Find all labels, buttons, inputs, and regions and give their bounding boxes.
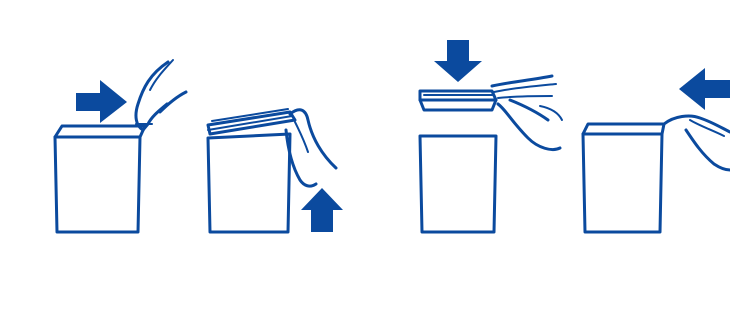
left-arrow-icon (679, 68, 730, 110)
container-lid-1 (55, 126, 145, 137)
hand-icon-1 (136, 60, 186, 130)
step-4-push-closed (583, 68, 730, 232)
container-body-3 (420, 136, 496, 232)
container-lid-2 (208, 109, 295, 134)
step-3-place-lid (420, 40, 562, 232)
right-arrow-icon (76, 80, 127, 123)
up-arrow-icon (301, 188, 343, 232)
step-2-lift-lid (208, 109, 343, 232)
hand-icon-3 (492, 76, 562, 150)
container-body-2 (208, 134, 290, 232)
container-body-1 (55, 137, 140, 232)
container-lid-3 (420, 91, 496, 110)
down-arrow-icon (434, 40, 482, 82)
hand-icon-4 (664, 116, 730, 170)
step-1-push-open (55, 60, 186, 232)
container-body-4 (583, 134, 662, 232)
